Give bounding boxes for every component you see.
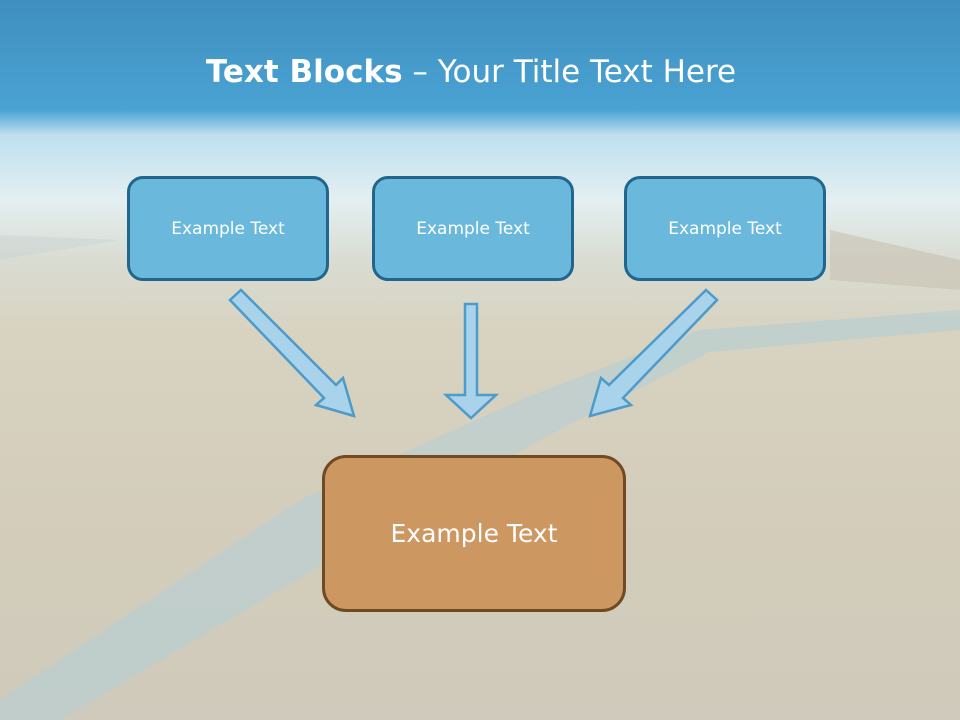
center-text-label: Example Text [390, 519, 558, 548]
title-bold: Text Blocks [205, 54, 403, 90]
arrow-middle [442, 302, 500, 420]
text-block-label: Example Text [668, 218, 782, 239]
text-block-2[interactable]: Example Text [372, 176, 574, 281]
text-block-3[interactable]: Example Text [624, 176, 826, 281]
text-block-1[interactable]: Example Text [127, 176, 329, 281]
center-text-block[interactable]: Example Text [322, 455, 626, 612]
slide-title: Text Blocks – Your Title Text Here [0, 54, 942, 90]
text-block-label: Example Text [416, 218, 530, 239]
arrow-right [588, 288, 719, 418]
text-block-label: Example Text [171, 218, 285, 239]
title-rest: – Your Title Text Here [402, 54, 737, 90]
arrow-left [228, 288, 356, 418]
